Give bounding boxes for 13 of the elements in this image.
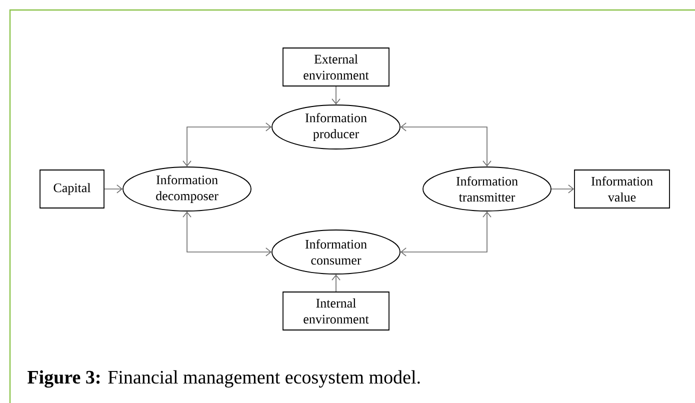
arrow	[182, 122, 272, 167]
arrow	[104, 184, 123, 194]
arrow	[182, 211, 272, 256]
arrow	[332, 274, 340, 292]
figure-caption: Figure 3: Financial management ecosystem model.	[28, 370, 420, 388]
process-box: External environment	[282, 48, 390, 86]
arrow	[551, 184, 574, 194]
process-box: Information value	[574, 170, 670, 208]
arrow	[400, 122, 492, 167]
process-box: Internal environment	[282, 292, 390, 330]
arrow	[332, 86, 340, 105]
arrow	[400, 211, 492, 256]
process-box: Capital	[40, 170, 104, 208]
